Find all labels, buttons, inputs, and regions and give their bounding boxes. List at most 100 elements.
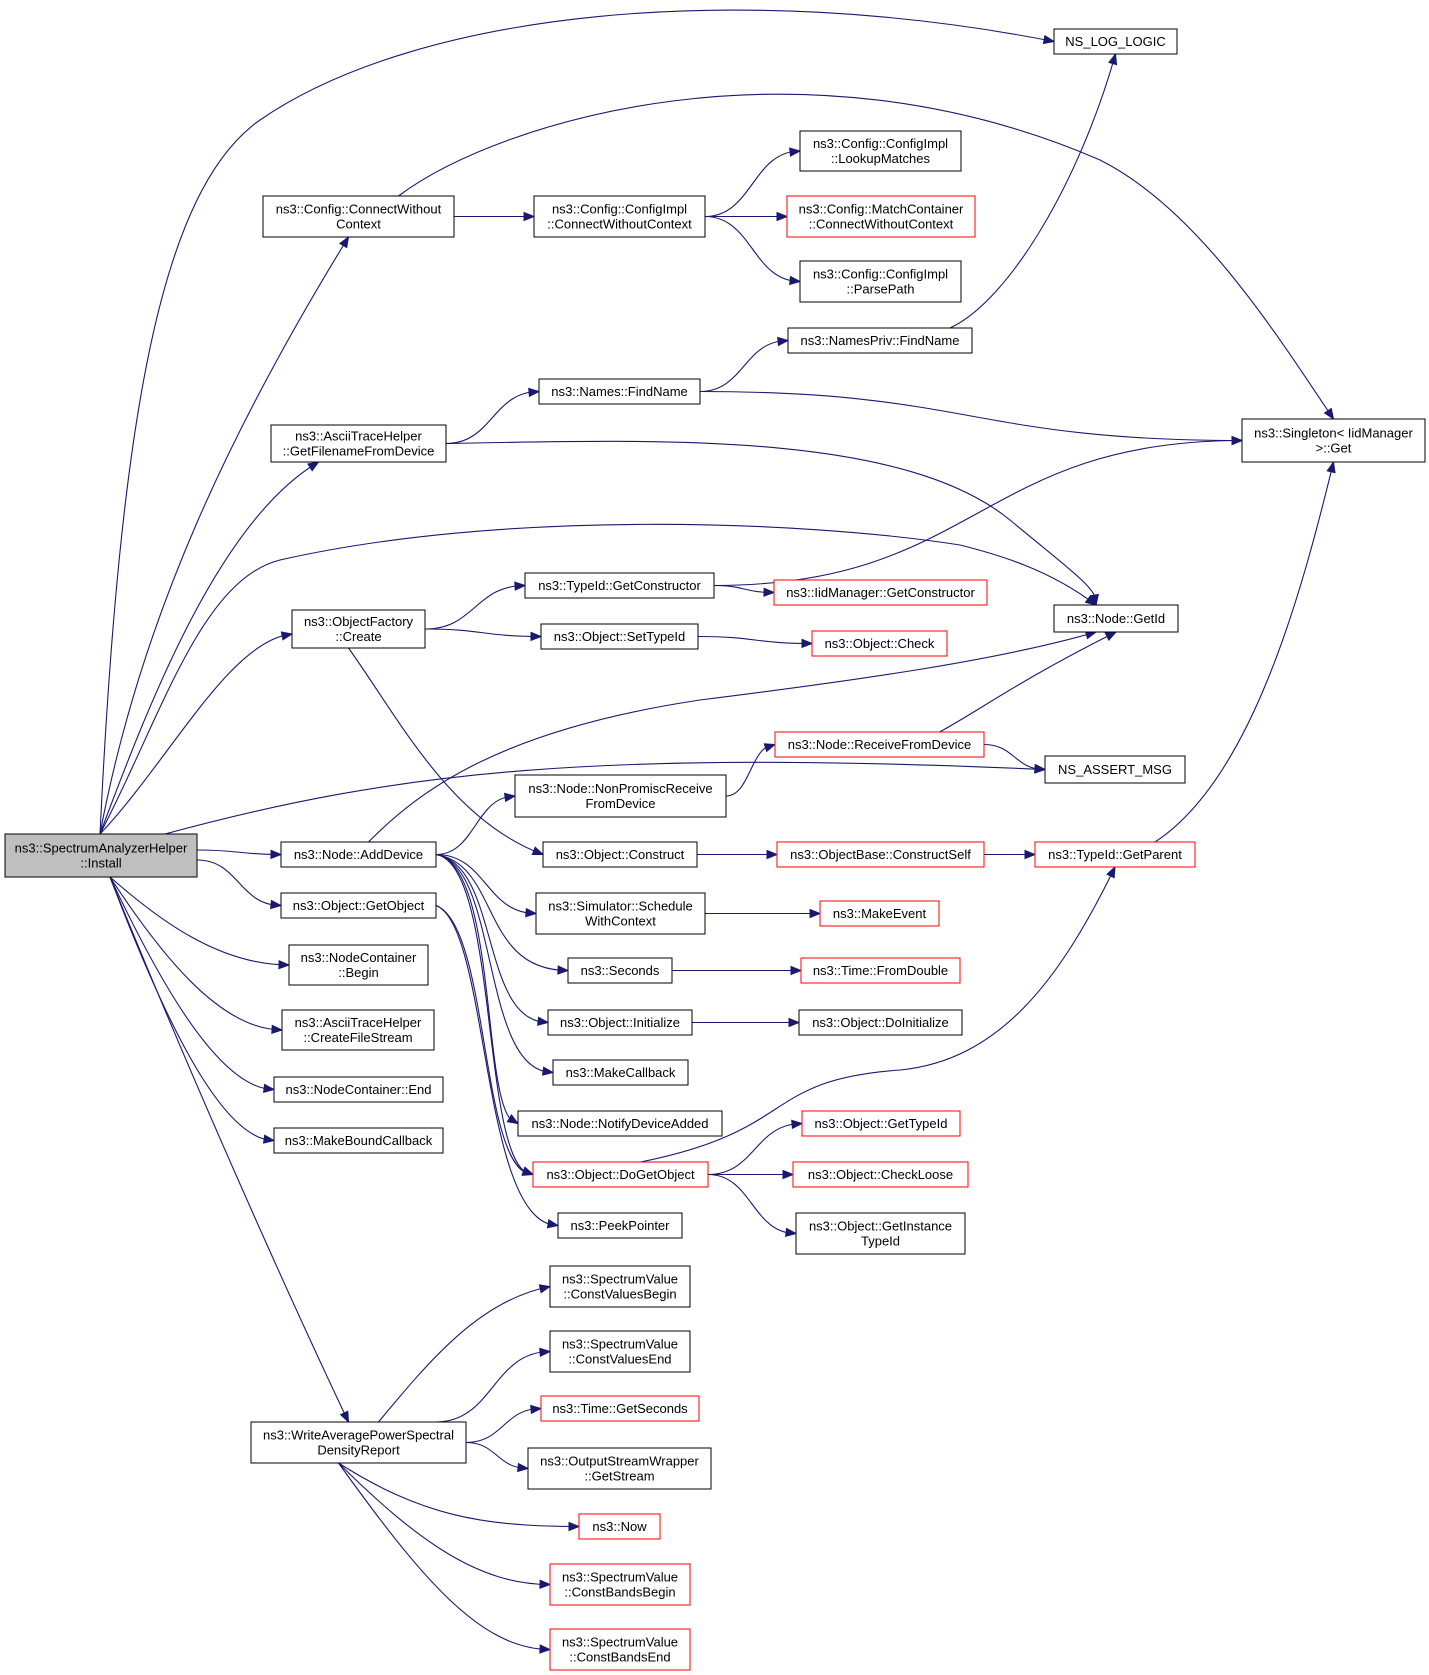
edge-line xyxy=(699,339,789,393)
node-cbend[interactable]: ns3::SpectrumValue::ConstBandsEnd xyxy=(549,1628,691,1671)
node-label: ::GetFilenameFromDevice xyxy=(283,444,435,459)
edge-line xyxy=(435,853,549,1024)
edge-getctor-to-iidctor xyxy=(713,584,776,597)
edge-settype-to-objcheck xyxy=(697,635,814,649)
arrow-head-icon xyxy=(546,1219,560,1229)
edge-wapsd-to-getsec xyxy=(465,1404,543,1444)
node-getctor[interactable]: ns3::TypeId::GetConstructor xyxy=(524,572,715,599)
node-label: WithContext xyxy=(585,914,656,929)
node-adddev[interactable]: ns3::Node::AddDevice xyxy=(280,841,437,868)
node-label: Context xyxy=(336,217,381,232)
edge-root-to-nslog xyxy=(99,9,1056,835)
node-ncend[interactable]: ns3::NodeContainer::End xyxy=(273,1076,444,1103)
edge-ascfn-to-nfind xyxy=(445,387,541,445)
node-box xyxy=(542,841,698,868)
node-getparent[interactable]: ns3::TypeId::GetParent xyxy=(1034,841,1196,868)
node-implcwc[interactable]: ns3::Config::ConfigImpl::ConnectWithoutC… xyxy=(533,195,706,238)
node-box xyxy=(538,378,701,405)
node-matchcwc[interactable]: ns3::Config::MatchContainer::ConnectWith… xyxy=(786,195,976,238)
arrow-head-icon xyxy=(777,336,790,347)
node-ofcreate[interactable]: ns3::ObjectFactory::Create xyxy=(291,609,426,649)
node-wapsd[interactable]: ns3::WriteAveragePowerSpectralDensityRep… xyxy=(250,1421,467,1464)
node-box xyxy=(799,260,962,303)
node-dogetobj[interactable]: ns3::Object::DoGetObject xyxy=(532,1161,709,1188)
node-label: ns3::Seconds xyxy=(581,963,660,978)
node-lookup[interactable]: ns3::Config::ConfigImpl::LookupMatches xyxy=(799,130,962,172)
node-mkevent[interactable]: ns3::MakeEvent xyxy=(819,900,940,927)
edge-root-to-ncbegin xyxy=(109,876,291,970)
node-osw[interactable]: ns3::OutputStreamWrapper::GetStream xyxy=(527,1447,712,1490)
node-getsec[interactable]: ns3::Time::GetSeconds xyxy=(540,1395,700,1422)
node-mkcb[interactable]: ns3::MakeCallback xyxy=(552,1059,689,1086)
edge-getctor-to-singleton xyxy=(713,435,1244,587)
node-settype[interactable]: ns3::Object::SetTypeId xyxy=(540,623,699,650)
node-box xyxy=(262,195,455,238)
node-doinit[interactable]: ns3::Object::DoInitialize xyxy=(798,1009,963,1036)
node-label: ns3::IidManager::GetConstructor xyxy=(786,585,975,600)
edge-line xyxy=(435,904,534,1176)
edge-implcwc-to-matchcwc xyxy=(704,211,789,222)
edge-dogetobj-to-getparent xyxy=(640,865,1116,1163)
node-cbbegin[interactable]: ns3::SpectrumValue::ConstBandsBegin xyxy=(549,1563,691,1606)
node-label: ::ConstValuesEnd xyxy=(568,1352,671,1367)
node-parse[interactable]: ns3::Config::ConfigImpl::ParsePath xyxy=(799,260,962,303)
node-nfind[interactable]: ns3::Names::FindName xyxy=(538,378,701,405)
edge-adddev-to-seconds xyxy=(435,853,570,975)
node-fromdbl[interactable]: ns3::Time::FromDouble xyxy=(800,957,961,984)
node-nslog[interactable]: NS_LOG_LOGIC xyxy=(1053,28,1178,55)
arrow-head-icon xyxy=(307,461,320,472)
edge-line xyxy=(435,853,534,1176)
edge-line xyxy=(338,1462,551,1586)
arrow-head-icon xyxy=(788,1017,801,1028)
edge-root-to-mkbound xyxy=(109,876,276,1144)
node-npfind[interactable]: ns3::NamesPriv::FindName xyxy=(787,327,973,354)
node-ncbegin[interactable]: ns3::NodeContainer::Begin xyxy=(288,944,429,986)
node-cfgcwc[interactable]: ns3::Config::ConnectWithoutContext xyxy=(262,195,455,238)
node-construct[interactable]: ns3::Object::Construct xyxy=(542,841,698,868)
node-label: ns3::Now xyxy=(592,1519,647,1534)
edge-nfind-to-npfind xyxy=(699,336,790,393)
arrow-head-icon xyxy=(763,743,777,753)
node-box xyxy=(811,630,948,657)
edge-line xyxy=(435,853,554,1074)
edge-dogetobj-to-instype xyxy=(707,1173,798,1238)
node-cvbegin[interactable]: ns3::SpectrumValue::ConstValuesBegin xyxy=(549,1265,691,1308)
node-nodegetid[interactable]: ns3::Node::GetId xyxy=(1053,604,1179,633)
node-root[interactable]: ns3::SpectrumAnalyzerHelper::Install xyxy=(4,833,198,878)
node-now[interactable]: ns3::Now xyxy=(578,1513,661,1540)
arrow-head-icon xyxy=(785,1227,798,1238)
node-iidctor[interactable]: ns3::IidManager::GetConstructor xyxy=(773,579,988,606)
node-mkbound[interactable]: ns3::MakeBoundCallback xyxy=(273,1127,444,1154)
node-peek[interactable]: ns3::PeekPointer xyxy=(557,1212,683,1239)
node-cvend[interactable]: ns3::SpectrumValue::ConstValuesEnd xyxy=(549,1330,691,1373)
node-label: ns3::NamesPriv::FindName xyxy=(801,333,960,348)
node-assert[interactable]: NS_ASSERT_MSG xyxy=(1044,755,1186,784)
node-getobj[interactable]: ns3::Object::GetObject xyxy=(280,892,437,919)
edge-adddev-to-mkcb xyxy=(435,853,555,1076)
node-recv[interactable]: ns3::Node::ReceiveFromDevice xyxy=(774,731,985,758)
node-singleton[interactable]: ns3::Singleton< IidManager>::Get xyxy=(1241,418,1426,463)
node-seconds[interactable]: ns3::Seconds xyxy=(567,957,673,984)
node-gettypeid[interactable]: ns3::Object::GetTypeId xyxy=(801,1110,961,1137)
node-ascfn[interactable]: ns3::AsciiTraceHelper::GetFilenameFromDe… xyxy=(270,424,447,463)
arrow-head-icon xyxy=(270,899,283,910)
node-init[interactable]: ns3::Object::Initialize xyxy=(547,1009,693,1036)
arrow-head-icon xyxy=(262,1134,276,1144)
edge-line xyxy=(348,647,544,856)
node-checkloose[interactable]: ns3::Object::CheckLoose xyxy=(792,1161,969,1188)
edge-recv-to-assert xyxy=(983,743,1047,774)
call-nodes: ns3::SpectrumAnalyzerHelper::Install NS_L… xyxy=(4,28,1426,1671)
node-cself[interactable]: ns3::ObjectBase::ConstructSelf xyxy=(776,841,985,868)
node-label: ns3::SpectrumAnalyzerHelper xyxy=(15,841,188,856)
node-label: ns3::WriteAveragePowerSpectral xyxy=(263,1428,454,1443)
node-notify[interactable]: ns3::Node::NotifyDeviceAdded xyxy=(517,1110,723,1137)
edge-line xyxy=(109,876,290,966)
edge-nfind-to-singleton xyxy=(699,390,1244,446)
node-label: ::ConnectWithoutContext xyxy=(809,217,954,232)
node-ascstream[interactable]: ns3::AsciiTraceHelper::CreateFileStream xyxy=(281,1009,435,1051)
edge-adddev-to-nodegetid xyxy=(368,630,1098,843)
node-objcheck[interactable]: ns3::Object::Check xyxy=(811,630,948,657)
